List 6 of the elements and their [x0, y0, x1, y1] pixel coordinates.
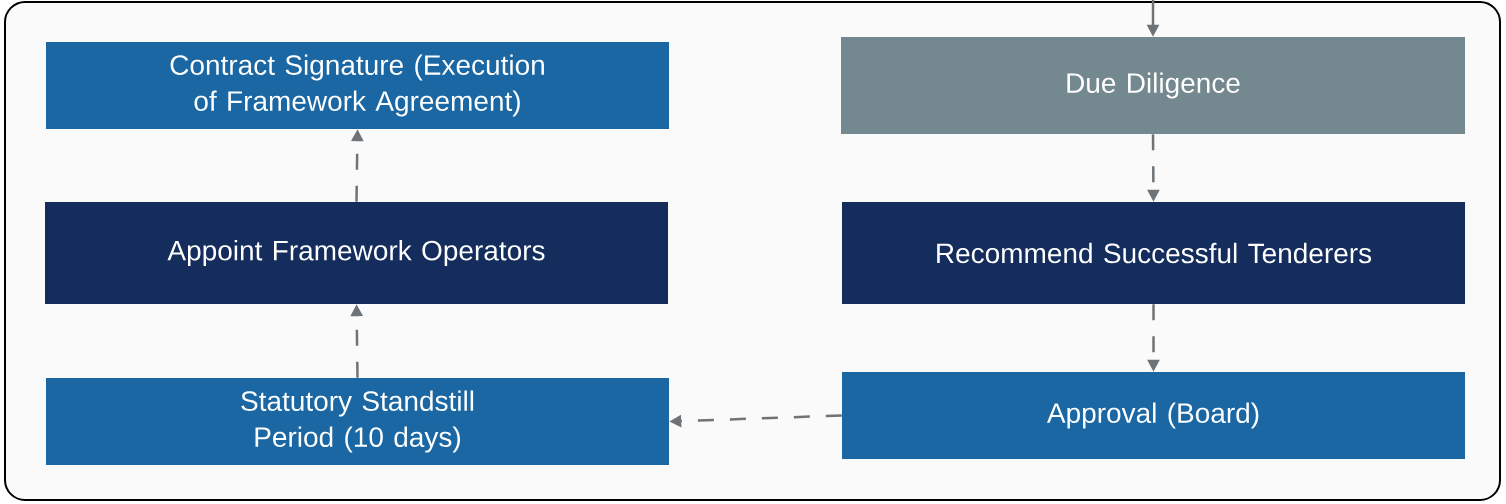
- process-box: Recommend Successful Tenderers: [842, 202, 1465, 304]
- process-box: Approval (Board): [842, 372, 1465, 459]
- process-box: Contract Signature (Execution of Framework Agreement): [46, 42, 669, 129]
- process-box: Appoint Framework Operators: [45, 202, 668, 304]
- process-box: Due Diligence: [841, 37, 1465, 134]
- process-box: Statutory Standstill Period (10 days): [46, 378, 669, 465]
